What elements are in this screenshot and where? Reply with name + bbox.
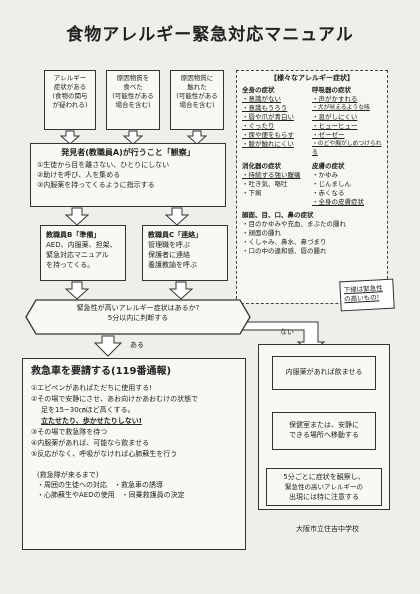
- oral-medicine-step: 内服薬があれば飲ませる: [272, 356, 376, 390]
- question-line: 緊急性が高いアレルギー症状はあるか?: [76, 304, 200, 312]
- zenshin-label: 全身の症状: [242, 86, 275, 94]
- staff-c-line: 養護教諭を呼ぶ: [148, 261, 197, 269]
- staff-c-box: 教職員C「連絡」 管理職を呼ぶ 保護者に連絡 養護教諭を呼ぶ: [142, 225, 228, 281]
- symptom-item: ・赤くなる: [312, 189, 345, 197]
- symptoms-panel: 【様々なアレルギー症状】 全身の症状 ・意識がない ・意識もうろう ・唇や爪が青…: [236, 70, 388, 304]
- question-line: 5分以内に判断する: [107, 314, 169, 322]
- trigger-touched-box: 原因物質に 触れた (可能性がある 場合を含む): [170, 70, 224, 130]
- staff-b-box: 教職員B「準備」 AED、内服薬、担架、 緊急対応マニュアル を持ってくる。: [40, 225, 126, 281]
- ambulance-sub-heading: (救急隊が来るまで): [37, 471, 99, 479]
- symptom-item: ・じんましん: [312, 180, 351, 188]
- ambulance-heading: 救急車を要請する(119番通報): [31, 366, 172, 377]
- symptom-item: ・下痢: [242, 189, 262, 197]
- ambulance-item: ③その場で救急隊を待つ: [31, 428, 108, 436]
- symptom-item: ・顔面の腫れ: [242, 229, 281, 237]
- school-name: 大阪市立住吉中学校: [296, 525, 359, 533]
- step-line: 出現には特に注意する: [289, 493, 359, 501]
- trigger-symptoms-box: アレルギー 症状がある (食物の関与 が疑われる): [44, 70, 96, 130]
- symptom-item: ・尿や便をもらす: [242, 131, 294, 139]
- discoverer-box: 発見者(教職員A)が行うこと「観察」 ①生徒から目を離さない、ひとりにしない ②…: [30, 143, 226, 207]
- symptom-item: ・意識もうろう: [242, 104, 288, 112]
- staff-c-heading: 教職員C「連絡」: [148, 231, 203, 239]
- box-line: (可能性がある: [112, 92, 154, 100]
- box-line: (食物の関与: [52, 92, 88, 100]
- symptom-item: ・のどや胸がしめつけられる: [312, 141, 382, 156]
- staff-b-line: を持ってくる。: [46, 261, 95, 269]
- symptom-item: ・口の中の違和感、唇の腫れ: [242, 247, 327, 255]
- discoverer-item: ③内服薬を持ってくるように指示する: [37, 181, 155, 189]
- box-line: 食べた: [123, 83, 143, 91]
- step-line: 緊急性の高いアレルギーの: [285, 483, 363, 491]
- box-line: (可能性がある: [176, 92, 218, 100]
- discoverer-item: ②助けを呼び、人を集める: [37, 171, 121, 179]
- symptom-item: ・かゆみ: [312, 171, 338, 179]
- staff-c-line: 管理職を呼ぶ: [148, 241, 190, 249]
- symptom-item: ・くしゃみ、鼻水、鼻づまり: [242, 238, 327, 246]
- step-line: できる場所へ移動する: [289, 431, 359, 439]
- box-line: アレルギー: [53, 74, 87, 82]
- box-line: 原因物質を: [116, 74, 150, 82]
- discoverer-heading: 発見者(教職員A)が行うこと「観察」: [61, 148, 195, 157]
- ambulance-item: ⑤反応がなく、呼吸がなければ心肺蘇生を行う: [31, 450, 178, 458]
- question-text: 緊急性が高いアレルギー症状はあるか? 5分以内に判断する: [24, 303, 252, 323]
- ambulance-sub-item: ・心肺蘇生やAEDの使用 ・同乗救護員の決定: [37, 491, 185, 499]
- aru-label: ある: [130, 341, 144, 349]
- staff-b-heading: 教職員B「準備」: [46, 231, 101, 239]
- ambulance-item: ①エピペンがあればただちに使用する!: [31, 384, 153, 392]
- step-line: 内服薬があれば飲ませる: [285, 368, 363, 376]
- ambulance-item: ④内服薬があれば、可能なら飲ませる: [31, 439, 150, 447]
- staff-b-line: AED、内服薬、担架、: [46, 241, 117, 249]
- ambulance-item: ②その場で安静にさせ、あお向けかあおむけの状態で: [31, 395, 199, 403]
- box-line: 触れた: [187, 83, 207, 91]
- symptom-item: ・ヒューヒュー: [312, 122, 358, 130]
- observe-step: 5分ごとに症状を観察し、 緊急性の高いアレルギーの 出現には特に注意する: [266, 468, 382, 506]
- note-line: の高いもの!: [343, 293, 380, 304]
- question-shape: [25, 299, 251, 335]
- symptom-item: ・目のかゆみや充血、まぶたの腫れ: [242, 220, 346, 228]
- symptoms-heading: 【様々なアレルギー症状】: [270, 74, 354, 82]
- step-line: 5分ごとに症状を観察し、: [283, 473, 365, 481]
- nai-label: ない: [280, 328, 294, 336]
- symptom-item: ・脈が触れにくい: [242, 140, 294, 148]
- staff-b-line: 緊急対応マニュアル: [46, 251, 109, 259]
- box-line: 症状がある: [53, 83, 87, 91]
- symptom-item: ・意識がない: [242, 95, 281, 103]
- ambulance-item: 足を15~30㎝ほど高くする。: [41, 406, 135, 414]
- step-line: 保健室または、安静に: [289, 421, 359, 429]
- ambulance-sub-item: ・周囲の生徒への対応 ・救急車の誘導: [37, 481, 163, 489]
- symptom-item: ・ぐったり: [242, 122, 275, 130]
- kokyu-label: 呼吸器の症状: [312, 86, 351, 94]
- symptom-item: ・犬が吠えるような咳: [312, 105, 370, 111]
- symptom-item: ・息がしにくい: [312, 113, 358, 121]
- shoka-label: 消化器の症状: [242, 162, 281, 170]
- symptom-item: ・声がかすれる: [312, 95, 358, 103]
- box-line: が疑われる): [52, 101, 88, 109]
- hifu-label: 皮膚の症状: [312, 162, 345, 170]
- discoverer-item: ①生徒から目を離さない、ひとりにしない: [37, 161, 170, 169]
- staff-c-line: 保護者に連絡: [148, 251, 190, 259]
- symptom-item: ・唇や爪が青白い: [242, 113, 294, 121]
- symptom-item: ・全身の皮膚症状: [312, 198, 364, 206]
- symptom-item: ・吐き気、嘔吐: [242, 180, 288, 188]
- box-line: 場合を含む): [115, 101, 151, 109]
- page-title: 食物アレルギー緊急対応マニュアル: [66, 25, 354, 45]
- ambulance-box: 救急車を要請する(119番通報) ①エピペンがあればただちに使用する! ②その場…: [22, 358, 246, 550]
- ganbu-label: 顔面、目、口、鼻の症状: [242, 211, 314, 219]
- ambulance-item: 立たせたり、歩かせたりしない!: [41, 417, 142, 425]
- trigger-ate-box: 原因物質を 食べた (可能性がある 場合を含む): [106, 70, 160, 130]
- symptom-item: ・持続する強い腹痛: [242, 171, 301, 179]
- symptom-item: ・ゼーゼー: [312, 131, 345, 139]
- box-line: 場合を含む): [179, 101, 215, 109]
- move-rest-step: 保健室または、安静に できる場所へ移動する: [272, 412, 376, 450]
- underline-note: 下線は緊急性 の高いもの!: [339, 278, 395, 312]
- box-line: 原因物質に: [180, 74, 214, 82]
